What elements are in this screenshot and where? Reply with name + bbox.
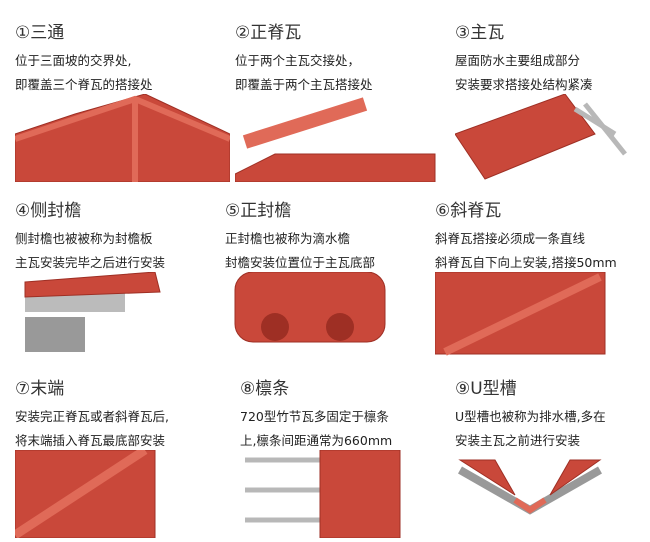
item-title: ⑥斜脊瓦 xyxy=(435,201,502,221)
item-title: ②正脊瓦 xyxy=(235,23,302,43)
hip-ridge-tile-image xyxy=(435,272,606,356)
cell-purlin: ⑧檩条 720型竹节瓦多固定于檩条 上,檩条间距通常为660mm xyxy=(240,364,455,542)
item-title: ③主瓦 xyxy=(455,23,505,43)
item-desc-2: 将末端插入脊瓦最底部安装 xyxy=(15,433,166,448)
item-desc-1: 屋面防水主要组成部分 xyxy=(455,53,581,68)
cell-main-ridge-tile: ②正脊瓦 位于两个主瓦交接处， 即覆盖于两个主瓦搭接处 xyxy=(235,8,450,186)
main-tile-image xyxy=(455,94,627,180)
cell-u-gutter: ⑨U型槽 U型槽也被称为排水槽,多在 安装主瓦之前进行安装 xyxy=(455,364,650,542)
item-title: ①三通 xyxy=(15,23,65,43)
item-desc-2: 主瓦安装完毕之后进行安装 xyxy=(15,255,166,270)
item-title: ⑦末端 xyxy=(15,379,65,399)
item-desc-1: 正封檐也被称为滴水檐 xyxy=(225,231,351,246)
cell-end-cap: ⑦末端 安装完正脊瓦或者斜脊瓦后, 将末端插入脊瓦最底部安装 xyxy=(15,364,230,542)
cell-hip-ridge-tile: ⑥斜脊瓦 斜脊瓦搭接必须成一条直线 斜脊瓦自下向上安装,搭接50mm xyxy=(435,186,650,364)
item-title: ⑨U型槽 xyxy=(455,379,517,399)
u-gutter-image xyxy=(458,459,602,515)
item-desc-2: 封檐安装位置位于主瓦底部 xyxy=(225,255,376,270)
item-desc-1: 720型竹节瓦多固定于檩条 xyxy=(240,409,389,424)
front-eave-image xyxy=(234,272,386,343)
purlin-image xyxy=(245,450,401,538)
item-desc-2: 安装要求搭接处结构紧凑 xyxy=(455,77,593,92)
item-desc-2: 上,檩条间距通常为660mm xyxy=(240,433,393,448)
item-desc-1: 侧封檐也被被称为封檐板 xyxy=(15,231,153,246)
main-ridge-tile-image xyxy=(235,97,436,182)
cell-santong: ①三通 位于三面坡的交界处, 即覆盖三个脊瓦的搭接处 xyxy=(15,8,230,186)
item-desc-1: 位于两个主瓦交接处， xyxy=(235,53,361,68)
item-desc-1: 位于三面坡的交界处, xyxy=(15,53,132,68)
item-desc-1: 斜脊瓦搭接必须成一条直线 xyxy=(435,231,586,246)
side-eave-image xyxy=(24,272,161,352)
item-desc-2: 斜脊瓦自下向上安装,搭接50mm xyxy=(435,255,617,270)
item-desc-1: 安装完正脊瓦或者斜脊瓦后, xyxy=(15,409,169,424)
cell-main-tile: ③主瓦 屋面防水主要组成部分 安装要求搭接处结构紧凑 xyxy=(455,8,650,186)
item-desc-2: 安装主瓦之前进行安装 xyxy=(455,433,581,448)
item-title: ④侧封檐 xyxy=(15,201,82,221)
item-title: ⑧檩条 xyxy=(240,379,290,399)
end-cap-image xyxy=(15,450,156,538)
item-desc-1: U型槽也被称为排水槽,多在 xyxy=(455,409,606,424)
three-way-tile-image xyxy=(15,94,230,182)
cell-front-eave: ⑤正封檐 正封檐也被称为滴水檐 封檐安装位置位于主瓦底部 xyxy=(225,186,440,364)
item-title: ⑤正封檐 xyxy=(225,201,292,221)
item-desc-2: 即覆盖三个脊瓦的搭接处 xyxy=(15,77,153,92)
item-desc-2: 即覆盖于两个主瓦搭接处 xyxy=(235,77,373,92)
cell-side-eave: ④侧封檐 侧封檐也被被称为封檐板 主瓦安装完毕之后进行安装 xyxy=(15,186,230,364)
